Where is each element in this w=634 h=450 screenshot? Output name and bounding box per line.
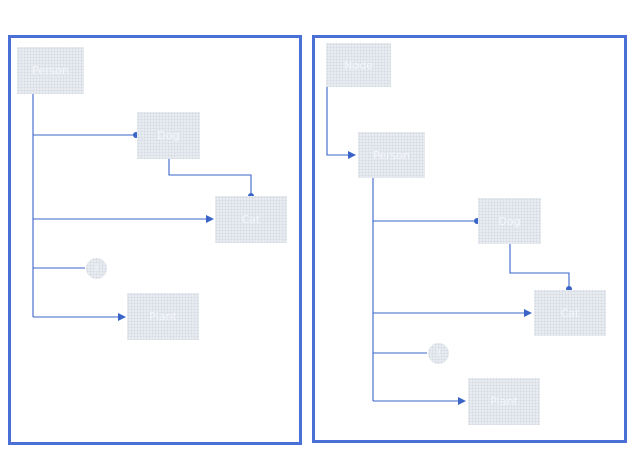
right-node-plant[interactable]: Plant xyxy=(468,378,540,425)
left-node-unknown[interactable]: ? xyxy=(86,258,107,279)
left-node-plant[interactable]: Plant xyxy=(127,293,199,340)
right-node-cat[interactable]: Cat xyxy=(534,290,606,336)
right-node-unknown[interactable]: ? xyxy=(428,343,449,364)
left-node-dog[interactable]: Dog xyxy=(137,112,200,159)
right-diagram-panel xyxy=(312,35,627,443)
right-node-dog[interactable]: Dog xyxy=(478,198,541,244)
left-node-cat[interactable]: Cat xyxy=(215,196,287,243)
right-node-top[interactable]: Node xyxy=(326,43,391,87)
right-node-person[interactable]: Person xyxy=(358,132,425,178)
left-node-person[interactable]: Person xyxy=(17,47,84,94)
